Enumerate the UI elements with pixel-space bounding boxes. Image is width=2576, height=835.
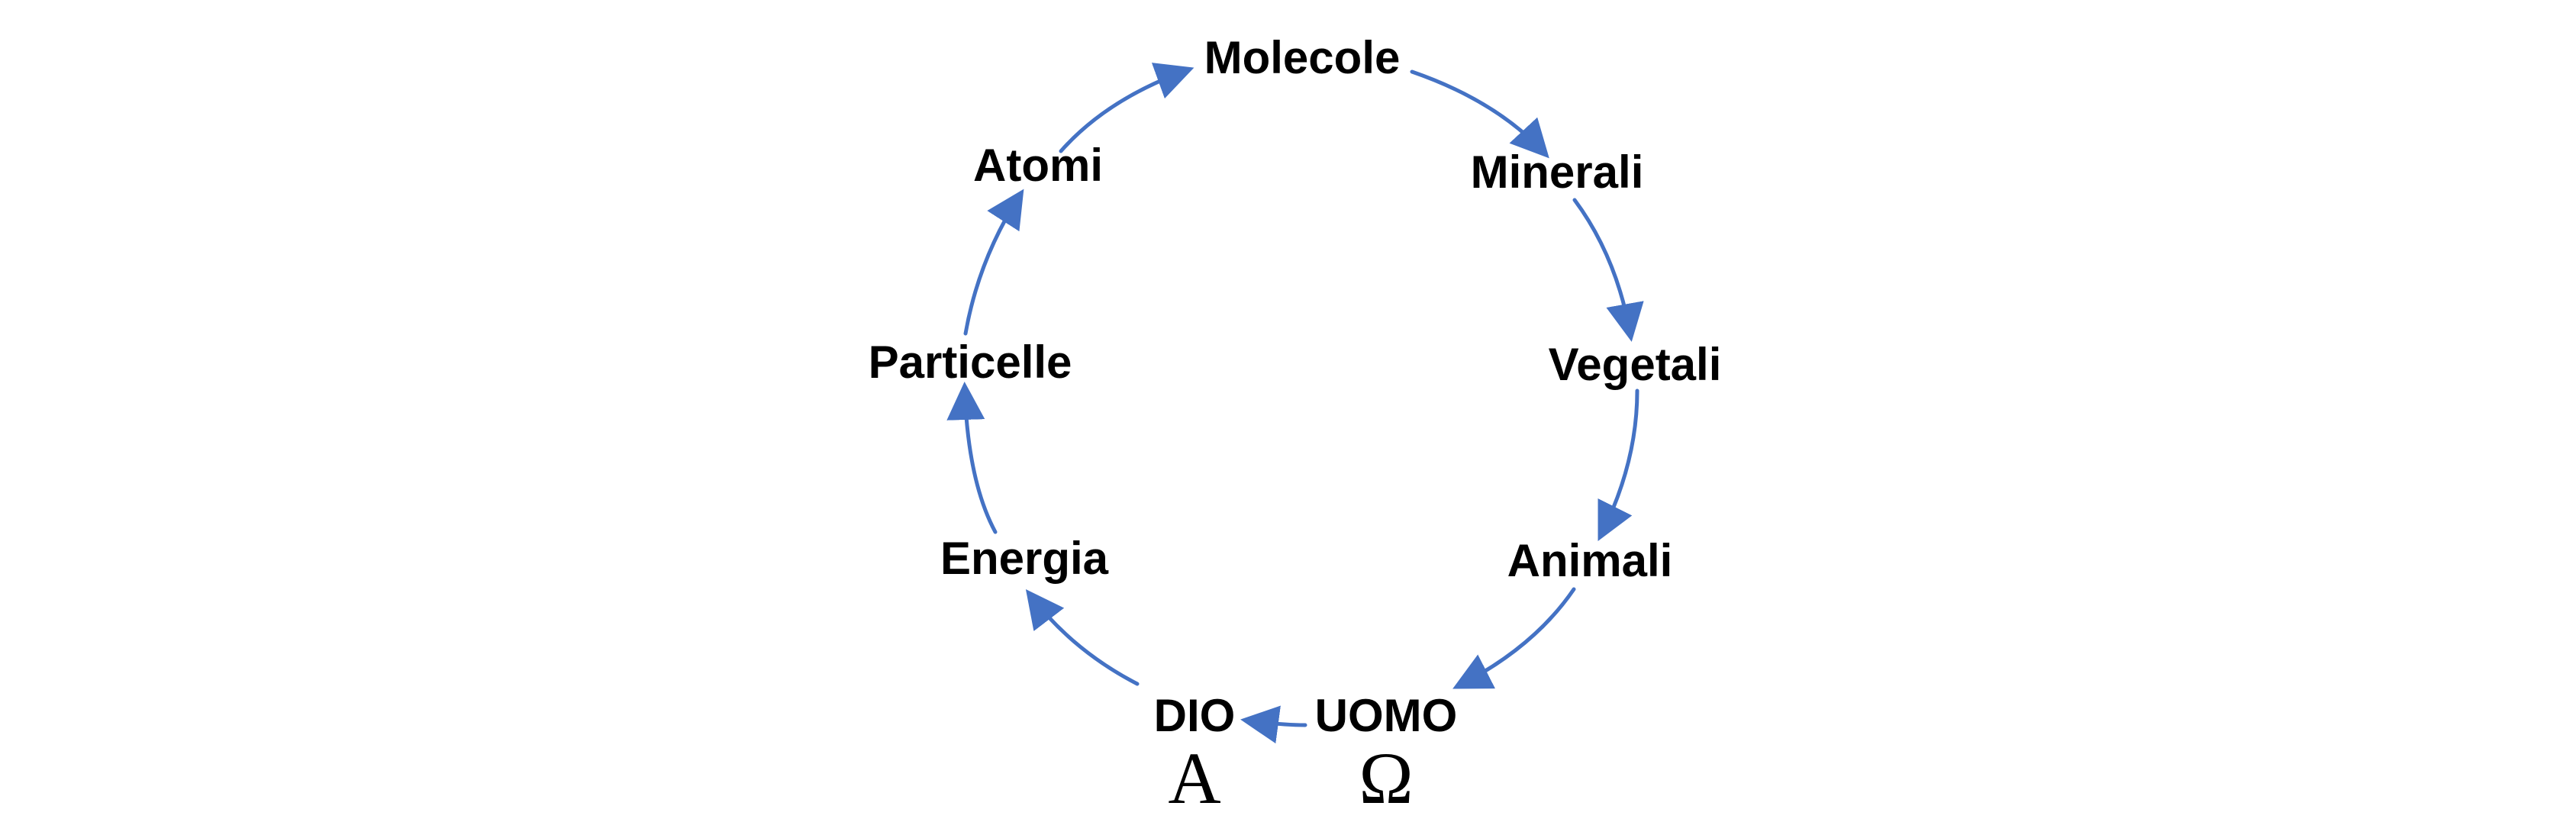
alpha-symbol: A <box>1168 737 1221 819</box>
arrow-dio-to-energia <box>1025 589 1140 686</box>
node-minerali: Minerali <box>1470 147 1644 198</box>
node-energia: Energia <box>940 533 1109 584</box>
node-molecole: Molecole <box>1204 32 1401 83</box>
arrow-particelle-to-atomi <box>963 189 1024 336</box>
node-uomo: UOMO <box>1314 690 1458 741</box>
arrow-minerali-to-vegetali <box>1572 198 1644 342</box>
arrow-atomi-to-molecole <box>1059 63 1195 153</box>
omega-symbol: Ω <box>1359 737 1414 819</box>
arrow-molecole-to-minerali <box>1410 69 1549 159</box>
arrow-vegetali-to-animali <box>1598 388 1639 541</box>
arrow-uomo-to-dio <box>1240 705 1307 744</box>
node-animali: Animali <box>1507 535 1673 586</box>
node-vegetali: Vegetali <box>1548 339 1722 390</box>
arrow-energia-to-particelle <box>946 382 998 534</box>
node-particelle: Particelle <box>868 337 1072 388</box>
arrow-animali-to-uomo <box>1452 587 1576 689</box>
node-atomi: Atomi <box>973 140 1103 191</box>
node-dio: DIO <box>1153 690 1236 741</box>
